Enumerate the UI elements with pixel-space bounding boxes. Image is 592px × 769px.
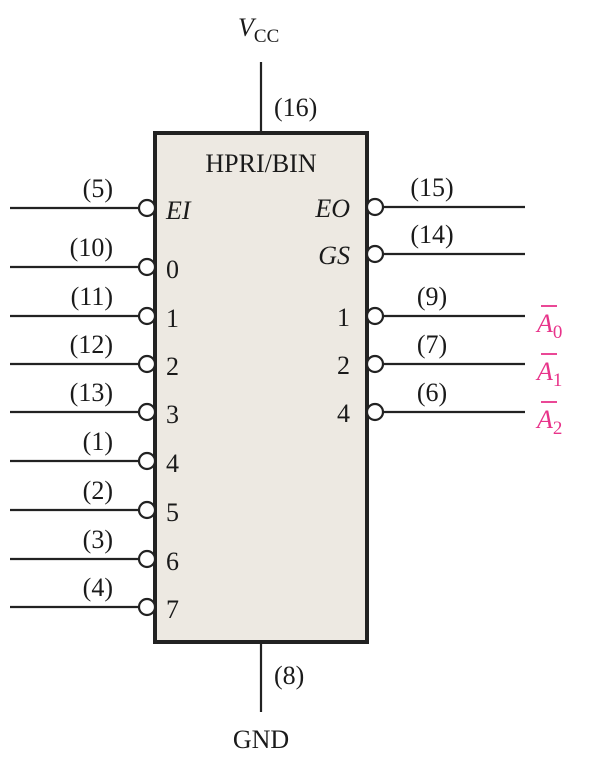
input-pin-number: (5) [83, 174, 113, 203]
input-label: 2 [166, 352, 179, 381]
output-pin-row: (7) 2 A1 [337, 330, 562, 391]
input-pin-number: (12) [70, 330, 113, 359]
output-label: 1 [337, 303, 350, 332]
inversion-bubble [137, 306, 157, 326]
input-pin-row: (13) 3 [10, 378, 179, 429]
input-label: 7 [166, 595, 179, 624]
output-label: 4 [337, 399, 350, 428]
input-pin-number: (1) [83, 427, 113, 456]
signal-main: A [535, 357, 553, 386]
inversion-bubble [137, 451, 157, 471]
signal-sub: 0 [553, 322, 563, 343]
signal-sub: 1 [553, 370, 563, 391]
inversion-bubble [365, 197, 385, 217]
gnd-label: GND [233, 725, 289, 754]
input-pin-row: (2) 5 [10, 476, 179, 527]
chip-body [153, 131, 369, 644]
input-pin-number: (13) [70, 378, 113, 407]
output-pin-number: (7) [417, 330, 447, 359]
inversion-bubble [137, 402, 157, 422]
signal-main: A [535, 405, 553, 434]
input-pin-row: (1) 4 [10, 427, 179, 478]
signal-main: A [535, 309, 553, 338]
input-pin-row: (3) 6 [10, 525, 179, 576]
output-pin-row: (15) EO [314, 173, 525, 223]
input-label: 4 [166, 449, 179, 478]
input-label: EI [165, 196, 192, 225]
output-signal-name: A1 [535, 357, 562, 391]
input-pin-number: (11) [71, 282, 113, 311]
output-label: GS [318, 241, 350, 270]
vcc-pin-number: (16) [274, 93, 317, 122]
gnd-pin-number: (8) [274, 661, 304, 690]
chip-name: HPRI/BIN [205, 149, 316, 178]
output-label: 2 [337, 351, 350, 380]
output-label: EO [314, 194, 350, 223]
input-label: 0 [166, 255, 179, 284]
input-pin-row: (4) 7 [10, 573, 179, 624]
output-pin-row: (6) 4 A2 [337, 378, 562, 439]
input-pin-row: (11) 1 [10, 282, 179, 333]
output-pin-row: (9) 1 A0 [337, 282, 562, 343]
input-pin-row: (12) 2 [10, 330, 179, 381]
input-pin-number: (3) [83, 525, 113, 554]
input-pin-row: (10) 0 [10, 233, 179, 284]
output-pin-number: (9) [417, 282, 447, 311]
inversion-bubble [365, 354, 385, 374]
output-pin-number: (15) [410, 173, 453, 202]
output-pin-number: (14) [410, 220, 453, 249]
output-signal-name: A0 [535, 309, 562, 343]
input-pins: (5)EI(10)0(11)1(12)2(13)3(1)4(2)5(3)6(4)… [10, 174, 192, 624]
input-label: 3 [166, 400, 179, 429]
vcc-sub: CC [254, 26, 279, 47]
vcc-label: VCC [238, 13, 279, 47]
input-pin-number: (4) [83, 573, 113, 602]
inversion-bubble [365, 306, 385, 326]
signal-sub: 2 [553, 418, 563, 439]
vcc-main: V [238, 13, 257, 42]
input-label: 1 [166, 304, 179, 333]
inversion-bubble [137, 549, 157, 569]
input-label: 6 [166, 547, 179, 576]
input-pin-number: (2) [83, 476, 113, 505]
input-pin-row: (5) EI [10, 174, 192, 225]
inversion-bubble [137, 500, 157, 520]
inversion-bubble [365, 244, 385, 264]
inversion-bubble [137, 354, 157, 374]
output-pin-number: (6) [417, 378, 447, 407]
input-pin-number: (10) [70, 233, 113, 262]
inversion-bubble [137, 597, 157, 617]
output-signal-name: A2 [535, 405, 562, 439]
inversion-bubble [137, 198, 157, 218]
inversion-bubble [365, 402, 385, 422]
output-pin-row: (14) GS [318, 220, 525, 270]
inversion-bubble [137, 257, 157, 277]
input-label: 5 [166, 498, 179, 527]
